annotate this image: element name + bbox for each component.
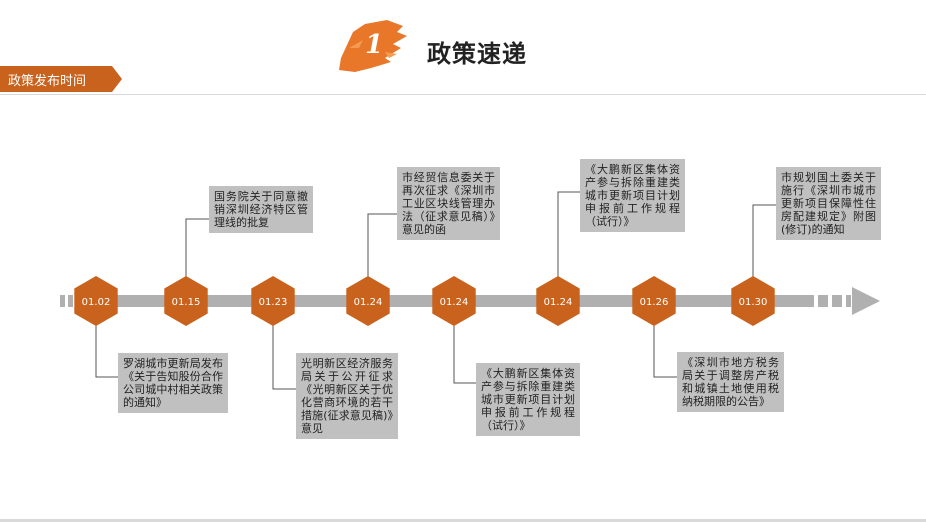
timeline-node-label-3: 01.23 [259,297,288,308]
timeline-node-label-7: 01.26 [640,297,669,308]
note-6: 《大鹏新区集体资产参与拆除重建类城市更新项目计划申报前工作规程（试行）》 [580,159,685,232]
timeline-end-dash-3 [846,295,851,307]
timeline-node-label-5: 01.24 [440,297,469,308]
connector-4 [367,213,397,277]
note-2: 国务院关于同意撤销深圳经济特区管理线的批复 [209,186,313,233]
timeline-node-6 [536,276,580,326]
section-tab: 政策发布时间 [0,66,122,92]
note-3: 光明新区经济服务局关于公开征求《光明新区关于优化营商环境的若干措施(征求意见稿)… [296,353,398,439]
timeline-node-5 [432,276,476,326]
section-number: 1 [364,30,384,60]
timeline-dash-1 [60,295,65,307]
timeline-node-2 [164,276,208,326]
connector-5 [453,325,476,384]
timeline-node-label-4: 01.24 [354,297,383,308]
timeline-arrow-icon [852,287,880,315]
title-block: 1 政策速递 [335,18,565,74]
connector-8 [752,204,776,277]
timeline-node-label-8: 01.30 [739,297,768,308]
timeline-node-4 [346,276,390,326]
connector-3 [272,325,296,390]
timeline-end-dash-2 [832,295,842,307]
timeline-node-label-6: 01.24 [544,297,573,308]
timeline-node-label-1: 01.02 [82,297,111,308]
page-title: 政策速递 [427,40,527,68]
timeline-end-dash-1 [818,295,828,307]
connector-1 [95,325,118,378]
timeline-dash-2 [68,295,73,307]
section-label: 政策发布时间 [8,74,87,89]
note-8: 市规划国土委关于施行《深圳市城市更新项目保障性住房配建规定》附图(修订)的通知 [776,167,881,240]
connector-6 [557,191,580,277]
footer-line [0,519,926,522]
note-7: 《深圳市地方税务局关于调整房产税和城镇土地使用税纳税期限的公告》 [677,352,784,412]
timeline-node-8 [731,276,775,326]
timeline-node-label-2: 01.15 [172,297,201,308]
note-4: 市经贸信息委关于再次征求《深圳市工业区块线管理办法（征求意见稿）》意见的函 [397,167,500,240]
divider [0,94,926,95]
connector-7 [653,325,677,378]
timeline-node-7 [632,276,676,326]
note-5: 《大鹏新区集体资产参与拆除重建类城市更新项目计划申报前工作规程（试行）》 [476,363,580,436]
tab-arrow-shape [0,66,122,92]
timeline-node-1 [74,276,118,326]
timeline-node-3 [251,276,295,326]
note-1: 罗湖城市更新局发布《关于告知股份合作公司城中村相关政策的通知》 [118,353,228,413]
connector-2 [185,218,209,277]
brush-stroke-icon [339,20,407,72]
